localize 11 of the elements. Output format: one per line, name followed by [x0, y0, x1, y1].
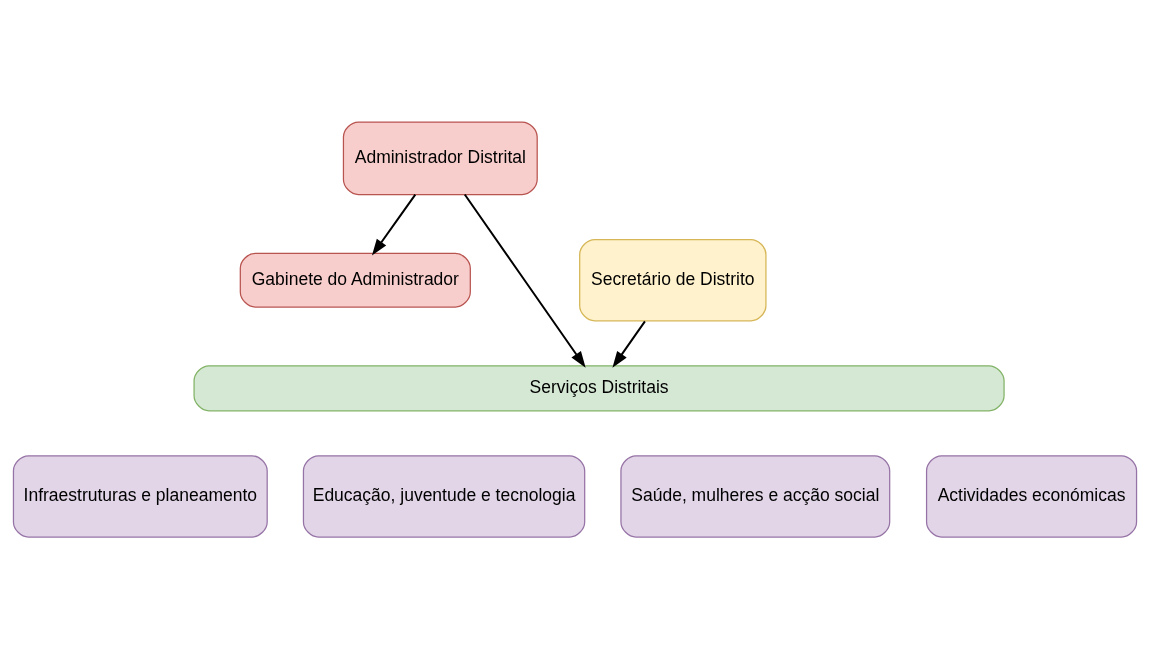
- node-box: Saúde, mulheres e acção social: [620, 454, 891, 538]
- node-box: Educação, juventude e tecnologia: [302, 454, 586, 538]
- arrow: [612, 319, 646, 368]
- node-box: Actividades económicas: [925, 454, 1138, 538]
- node-box: Gabinete do Administrador: [239, 252, 471, 308]
- node-box: Serviços Distritais: [193, 364, 1005, 411]
- arrow: [371, 193, 417, 255]
- node-box: Secretário de Distrito: [579, 238, 767, 321]
- node-box: Administrador Distrital: [342, 120, 538, 195]
- node-box: Infraestruturas e planeamento: [12, 454, 268, 538]
- arrow: [463, 193, 586, 368]
